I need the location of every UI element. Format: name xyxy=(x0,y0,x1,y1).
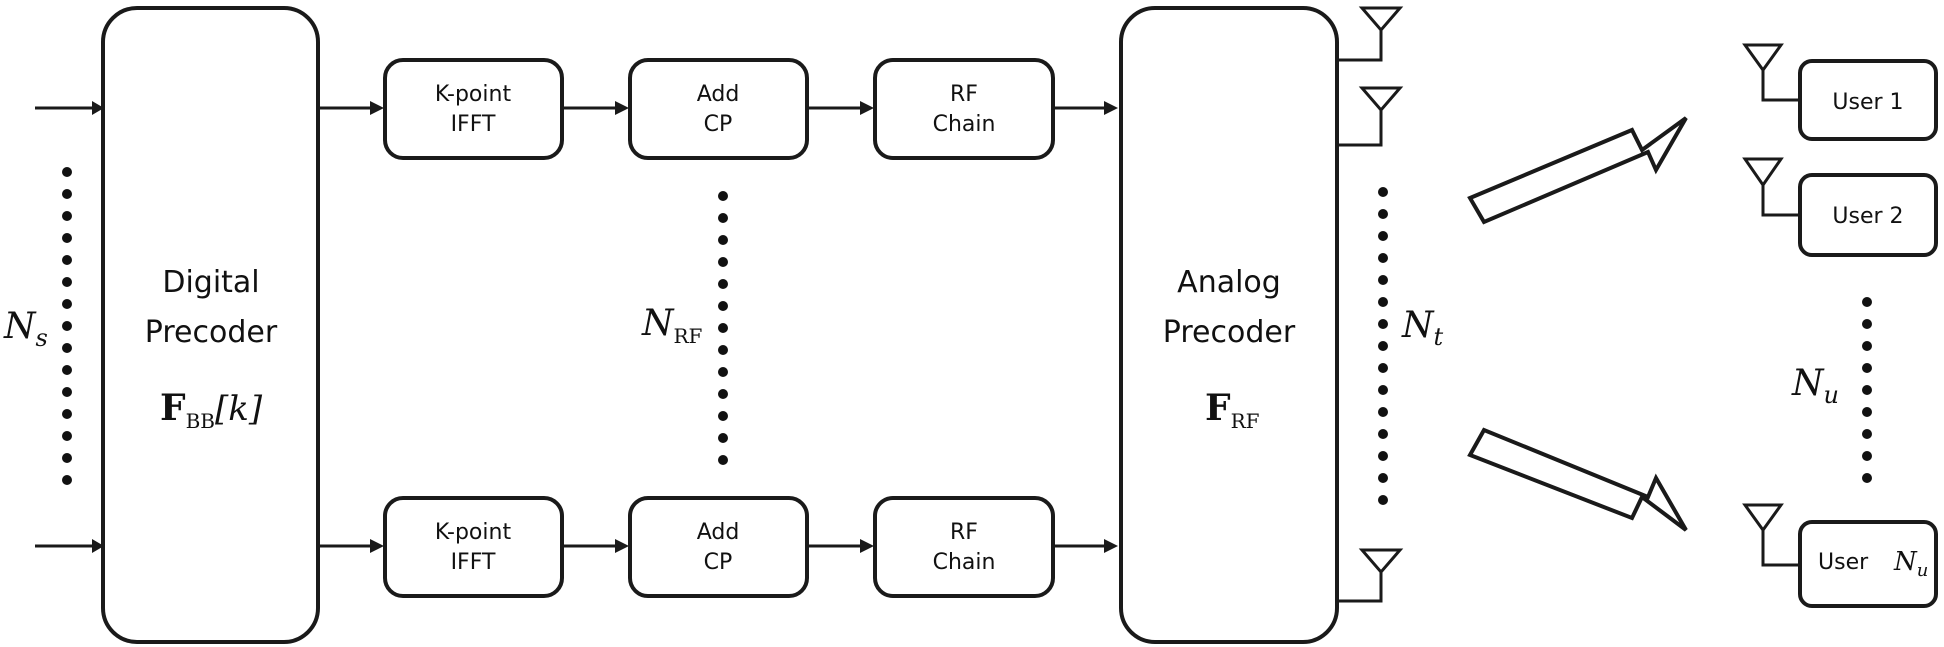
user-nu: User Nu xyxy=(1742,503,1938,608)
ifft-top-line2: IFFT xyxy=(451,112,496,137)
rf-chain-block-bottom xyxy=(873,496,1055,598)
ifft-block-top xyxy=(383,58,564,160)
rf-chain-top-line2: Chain xyxy=(933,112,996,137)
arrowhead-ifft-cp-bottom xyxy=(615,539,629,553)
tx-antenna-2 xyxy=(1337,86,1404,147)
add-cp-bottom-line2: CP xyxy=(704,550,733,575)
user-2-label: User 2 xyxy=(1832,204,1903,229)
input-arrowhead-bottom xyxy=(92,539,104,553)
arrowhead-cp-rf-bottom xyxy=(860,539,874,553)
rf-chain-top-line1: RF xyxy=(950,82,978,107)
add-cp-block-bottom xyxy=(628,496,809,598)
ifft-bottom-line1: K-point xyxy=(435,520,512,545)
arrowhead-rf-ap-bottom xyxy=(1104,539,1118,553)
nt-label: Nt xyxy=(1401,305,1444,351)
digital-precoder-line1: Digital xyxy=(162,265,259,300)
rf-chain-bottom-line1: RF xyxy=(950,520,978,545)
broadcast-arrow-down xyxy=(1467,427,1688,532)
tx-antenna-1 xyxy=(1337,6,1404,62)
digital-precoder-block xyxy=(101,6,320,644)
ns-label: Ns xyxy=(3,306,48,352)
arrowhead-dp-ifft-top xyxy=(370,101,384,115)
ifft-bottom-line2: IFFT xyxy=(451,550,496,575)
user-1-label: User 1 xyxy=(1832,90,1903,115)
add-cp-top-line2: CP xyxy=(704,112,733,137)
arrowhead-cp-rf-top xyxy=(860,101,874,115)
user-1: User 1 xyxy=(1742,43,1938,141)
ifft-block-bottom xyxy=(383,496,564,598)
ns-dots xyxy=(62,167,72,485)
nu-label: Nu xyxy=(1791,363,1839,409)
analog-precoder-line1: Analog xyxy=(1177,265,1281,300)
nrf-label: NRF xyxy=(641,303,703,348)
user-2: User 2 xyxy=(1742,157,1938,257)
broadcast-arrow-up xyxy=(1467,116,1688,225)
user-nu-symbol: Nu xyxy=(1893,547,1928,581)
nrf-dots xyxy=(718,191,728,465)
rf-chain-bottom-line2: Chain xyxy=(933,550,996,575)
input-arrowhead-top xyxy=(92,101,104,115)
user-nu-label: User xyxy=(1818,550,1869,575)
rf-chain-block-top xyxy=(873,58,1055,160)
tx-antenna-3 xyxy=(1337,548,1404,603)
add-cp-block-top xyxy=(628,58,809,160)
nu-dots xyxy=(1862,297,1872,483)
ifft-top-line1: K-point xyxy=(435,82,512,107)
arrowhead-ifft-cp-top xyxy=(615,101,629,115)
analog-precoder-symbol: FRF xyxy=(1205,387,1260,433)
add-cp-top-line1: Add xyxy=(697,82,740,107)
arrowhead-rf-ap-top xyxy=(1104,101,1118,115)
digital-precoder-line2: Precoder xyxy=(145,315,278,350)
arrowhead-dp-ifft-bottom xyxy=(370,539,384,553)
digital-precoder-symbol: FBB[k] xyxy=(160,387,263,433)
nt-dots xyxy=(1378,187,1388,505)
add-cp-bottom-line1: Add xyxy=(697,520,740,545)
analog-precoder-line2: Precoder xyxy=(1163,315,1296,350)
analog-precoder-block xyxy=(1119,6,1339,644)
